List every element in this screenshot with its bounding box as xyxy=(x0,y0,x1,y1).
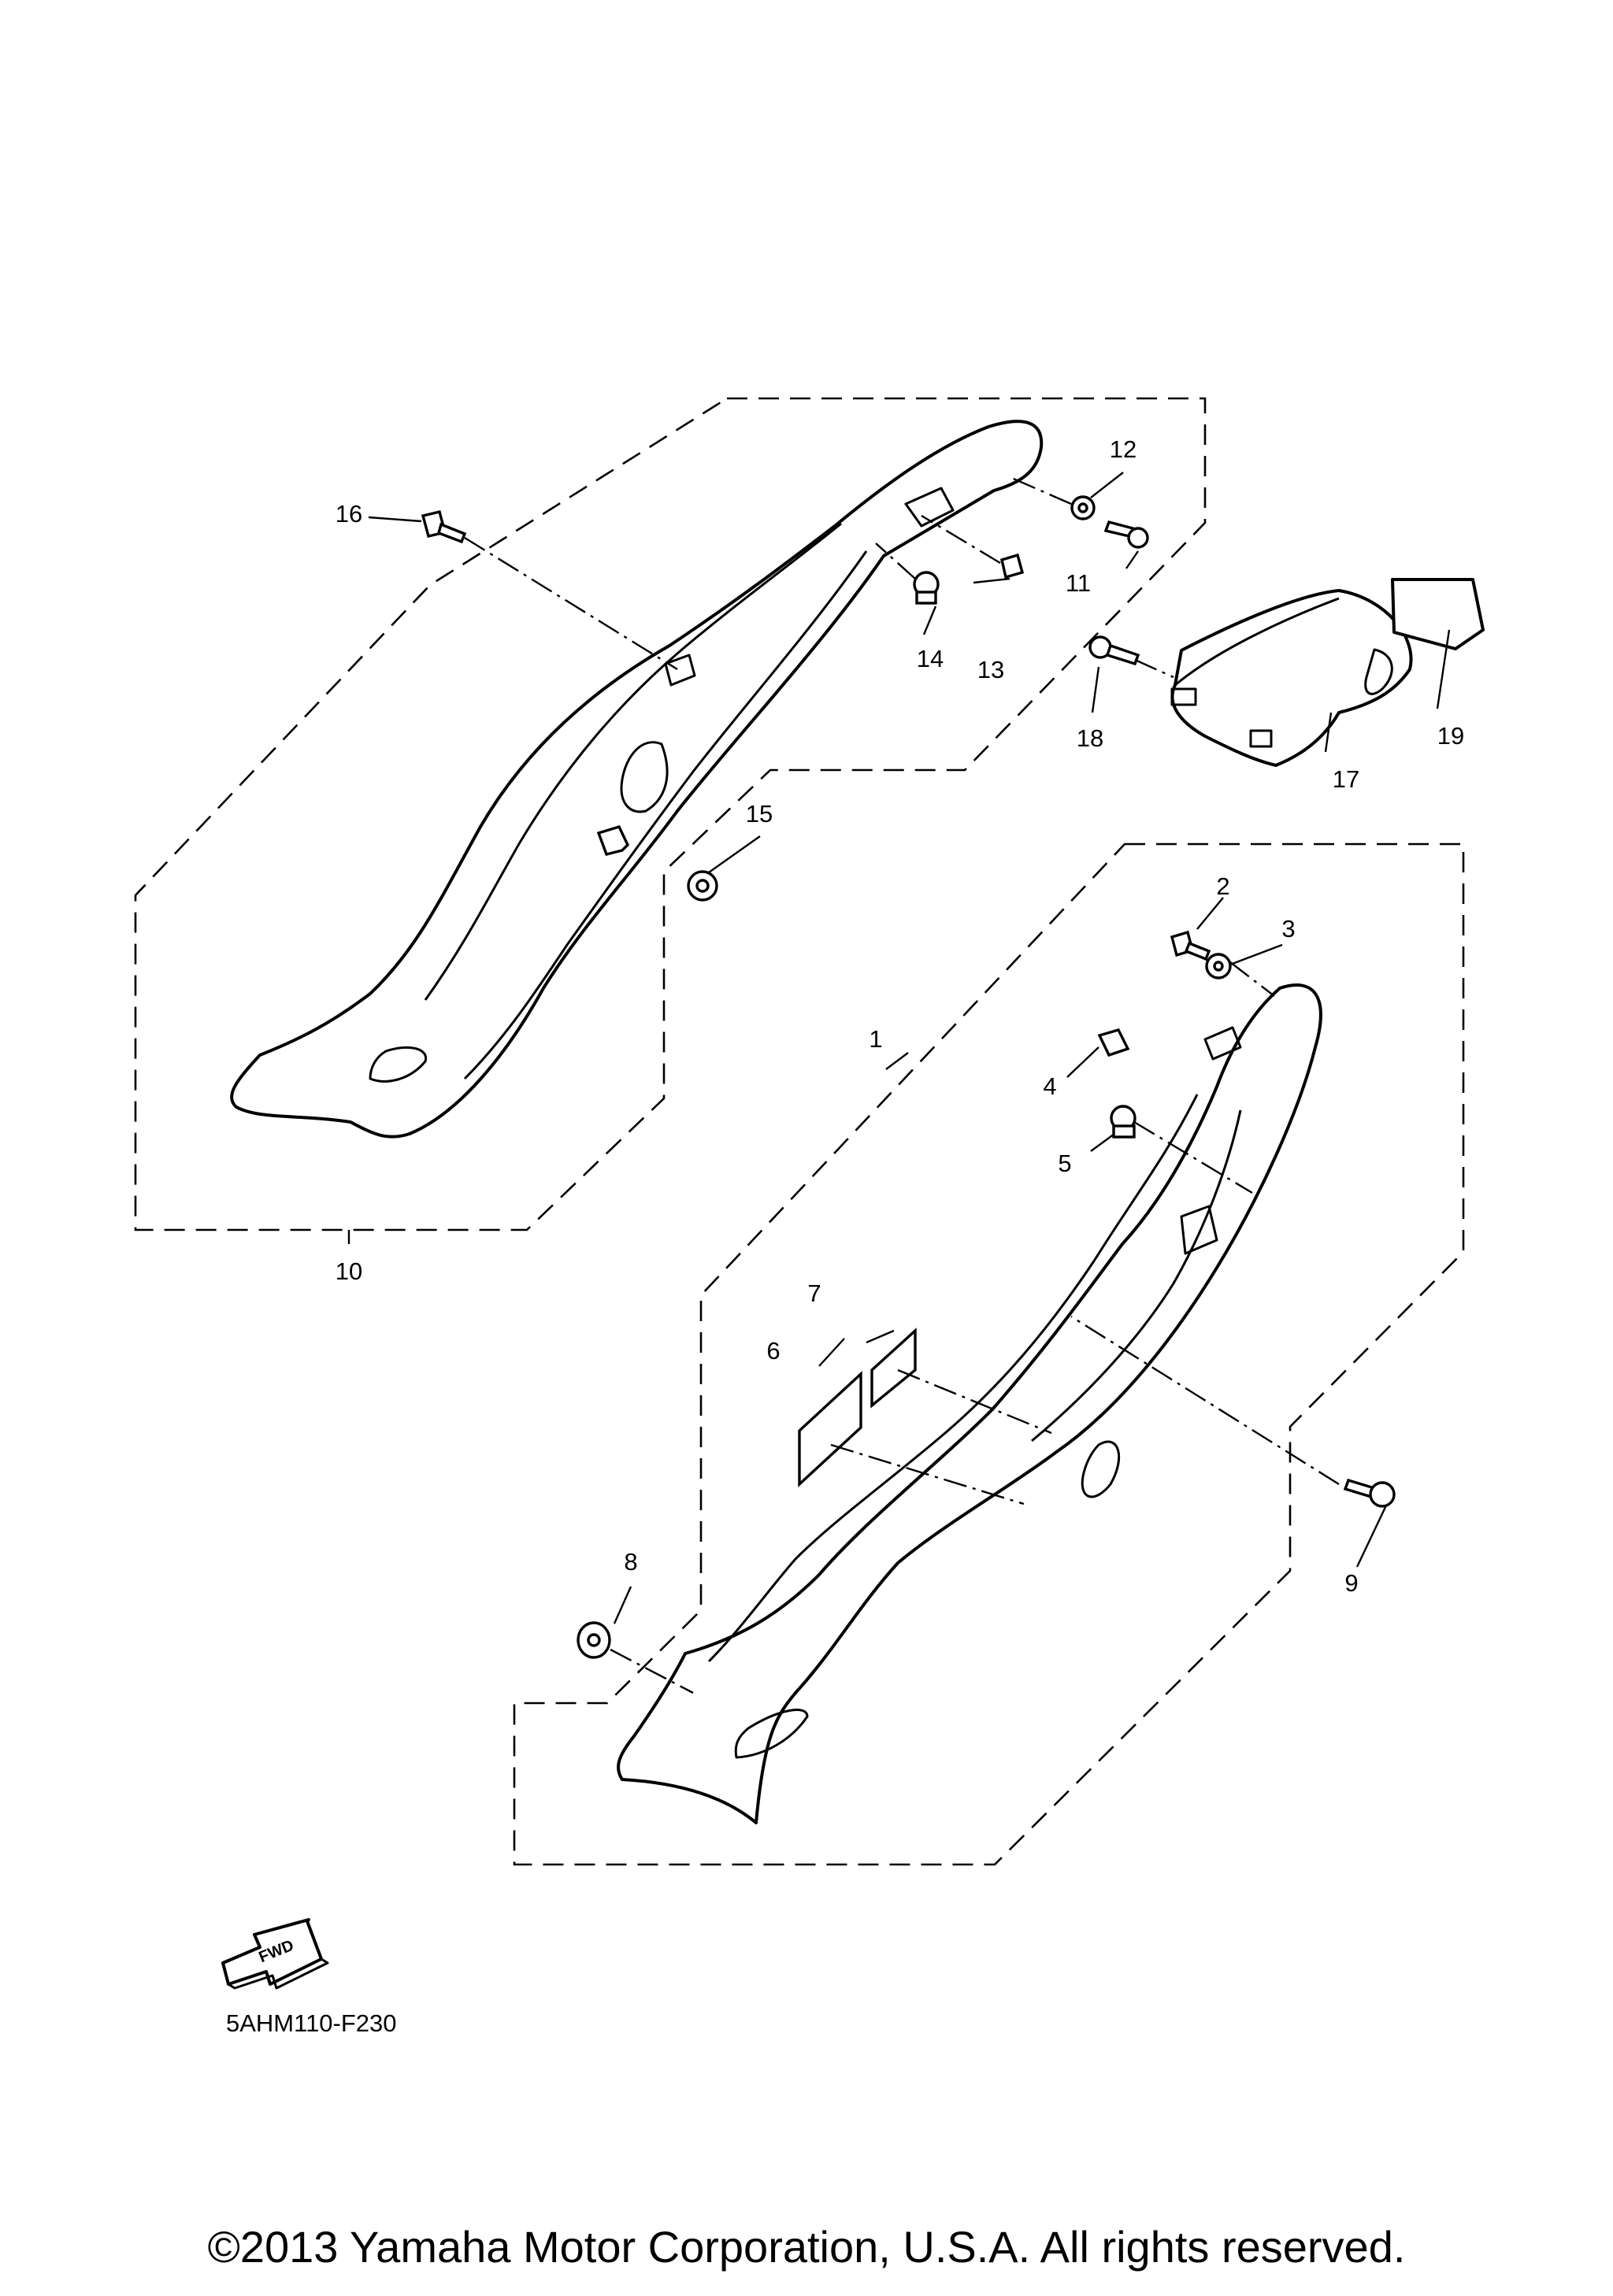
screw-9 xyxy=(1343,1478,1396,1508)
callout-10: 10 xyxy=(336,1257,362,1285)
hardware-parts xyxy=(421,495,1396,1659)
side-cover-left-inner-edge xyxy=(463,550,868,1080)
rear-cover-tab-left xyxy=(1170,687,1197,706)
line-8 xyxy=(610,1648,694,1694)
callout-11: 11 xyxy=(1066,569,1091,597)
grommet-5 xyxy=(1110,1105,1137,1139)
side-cover-right-assembly xyxy=(513,842,1465,1866)
rear-cover-edge xyxy=(1174,597,1340,687)
line-18 xyxy=(1134,658,1174,679)
callout-16: 16 xyxy=(336,500,362,528)
fwd-arrow-icon: FWD xyxy=(221,1918,329,1990)
rear-cover-label xyxy=(1391,578,1485,650)
callout-numbers: 1 2 3 4 5 6 7 8 9 10 11 12 13 14 15 16 1… xyxy=(336,435,1464,1597)
side-cover-right-top-tab xyxy=(1203,1026,1242,1061)
side-cover-left-mount-tab xyxy=(904,487,955,528)
side-cover-right xyxy=(617,983,1322,1824)
callout-15: 15 xyxy=(746,800,773,828)
rear-cover-tab-rear xyxy=(1249,729,1273,748)
callout-9: 9 xyxy=(1344,1569,1358,1597)
side-cover-right-ridge xyxy=(1031,1109,1242,1442)
line-9 xyxy=(1070,1315,1340,1486)
line-6 xyxy=(830,1443,1025,1505)
side-cover-left-rear-vent xyxy=(369,1046,428,1083)
callout-1: 1 xyxy=(869,1025,882,1053)
side-cover-left-vent xyxy=(620,741,669,813)
callout-5: 5 xyxy=(1058,1150,1071,1177)
line-16 xyxy=(464,536,678,671)
side-cover-right-vent-upper xyxy=(1180,1205,1218,1255)
line-12 xyxy=(1007,475,1072,505)
rear-cover-assembly xyxy=(1170,578,1485,767)
side-cover-left-front-tab xyxy=(664,654,696,687)
side-cover-right-inner-edge xyxy=(707,1094,1199,1663)
collar-left xyxy=(596,824,630,857)
grommet-14 xyxy=(913,571,940,605)
assembly-lines xyxy=(464,475,1340,1694)
side-cover-right-vent-rear xyxy=(734,1709,809,1759)
group-10-boundary xyxy=(134,397,1207,1231)
grommet-15 xyxy=(687,870,718,902)
callout-2: 2 xyxy=(1216,872,1229,900)
side-cover-left xyxy=(230,420,1044,1139)
callout-8: 8 xyxy=(624,1548,637,1576)
side-cover-right-vent-mid xyxy=(1081,1440,1121,1498)
label-6 xyxy=(798,1371,862,1487)
side-cover-left-ridge xyxy=(424,522,842,1001)
screw-11 xyxy=(1103,520,1149,549)
callout-18: 18 xyxy=(1077,724,1103,752)
grommet-8 xyxy=(577,1621,611,1659)
rear-cover-opening xyxy=(1364,648,1393,695)
callout-3: 3 xyxy=(1281,915,1295,942)
line-13 xyxy=(921,514,1001,565)
washer-12 xyxy=(1070,495,1096,520)
clip-13 xyxy=(999,553,1025,580)
screw-16 xyxy=(421,509,467,544)
leader-lines xyxy=(347,472,1451,1624)
callout-7: 7 xyxy=(807,1279,821,1307)
callout-4: 4 xyxy=(1043,1072,1056,1100)
rear-cover xyxy=(1170,589,1413,767)
callout-17: 17 xyxy=(1333,765,1359,793)
line-14 xyxy=(875,543,916,580)
screw-2 xyxy=(1170,930,1211,961)
side-cover-left-assembly xyxy=(134,397,1207,1231)
callout-13: 13 xyxy=(977,656,1004,683)
callout-19: 19 xyxy=(1437,722,1464,750)
screw-18 xyxy=(1088,635,1140,666)
callout-14: 14 xyxy=(917,645,944,672)
diagram-code: 5AHM110-F230 xyxy=(226,2009,397,2037)
callout-6: 6 xyxy=(766,1337,780,1365)
group-1-boundary xyxy=(513,842,1465,1866)
line-5 xyxy=(1133,1120,1253,1194)
line-3 xyxy=(1229,961,1275,997)
washer-3 xyxy=(1205,953,1232,980)
nut-4 xyxy=(1097,1028,1130,1057)
copyright-notice: ©2013 Yamaha Motor Corporation, U.S.A. A… xyxy=(208,2222,1406,2272)
label-7 xyxy=(870,1328,917,1409)
line-7 xyxy=(897,1368,1052,1435)
callout-12: 12 xyxy=(1110,435,1137,463)
